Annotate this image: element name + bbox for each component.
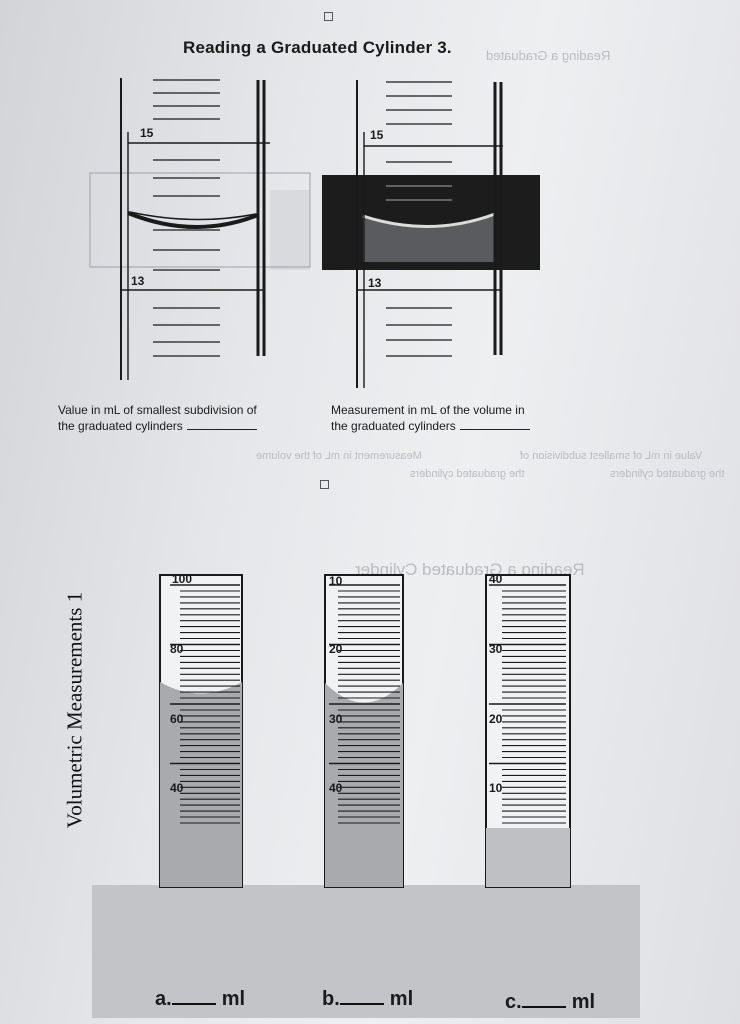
cyl-b-mark-3: 30 (329, 712, 343, 726)
answer-b: b. ml (322, 985, 413, 1011)
cyl-c-mark-1: 40 (489, 572, 503, 586)
answer-a-prefix: a. (155, 988, 172, 1010)
answer-b-unit: ml (389, 988, 414, 1010)
cyl-b-mark-2: 20 (329, 642, 343, 656)
cyl-c-mark-4: 10 (489, 781, 503, 795)
cyl-a-mark-3: 60 (170, 712, 184, 726)
left-highlight-box (89, 172, 311, 268)
measurement-answer-blank[interactable] (459, 419, 530, 430)
cylinder-b (324, 574, 404, 888)
cylinder-base (92, 885, 640, 1018)
cyl-b-mark-4: 40 (329, 781, 343, 795)
answer-c-unit: ml (571, 991, 596, 1013)
answer-a: a. ml (155, 985, 245, 1011)
page-marker-mid (320, 480, 329, 489)
answer-b-prefix: b. (322, 988, 340, 1010)
right-top-cylinder (322, 80, 540, 388)
cyl-a-mark-2: 80 (170, 642, 184, 656)
subdivision-line1: Value in mL of smallest subdivision of (58, 403, 257, 417)
cylinder-c (485, 574, 571, 888)
cyl-a-mark-1: 100 (172, 572, 193, 586)
cyl-c-mark-2: 30 (489, 642, 503, 656)
cyl-b-mark-1: 10 (329, 574, 343, 588)
left-cyl-label-13: 13 (131, 274, 145, 288)
right-cyl-label-15: 15 (370, 128, 384, 142)
answer-c-blank[interactable] (521, 988, 566, 1008)
bleed-shape (270, 190, 310, 270)
right-cyl-label-13: 13 (368, 276, 382, 290)
subdivision-answer-blank[interactable] (186, 419, 257, 430)
left-cyl-label-15: 15 (140, 126, 154, 140)
page-marker-top (324, 12, 333, 21)
cyl-c-mark-3: 20 (489, 712, 503, 726)
answer-c: c. ml (505, 988, 595, 1014)
subdivision-line2: the graduated cylinders (58, 419, 183, 433)
cyl-a-mark-4: 40 (170, 781, 184, 795)
left-top-cylinder (89, 78, 311, 380)
measurement-line2: the graduated cylinders (331, 419, 456, 433)
answer-a-unit: ml (221, 988, 246, 1010)
answer-a-blank[interactable] (171, 985, 216, 1005)
cylinder-a (159, 574, 243, 888)
answer-b-blank[interactable] (339, 985, 384, 1005)
measurement-line1: Measurement in mL of the volume in (331, 403, 525, 417)
measurement-question: Measurement in mL of the volume in the g… (331, 402, 530, 434)
page-title: Reading a Graduated Cylinder 3. (183, 38, 452, 57)
subdivision-question: Value in mL of smallest subdivision of t… (58, 402, 257, 434)
answer-c-prefix: c. (505, 991, 522, 1013)
